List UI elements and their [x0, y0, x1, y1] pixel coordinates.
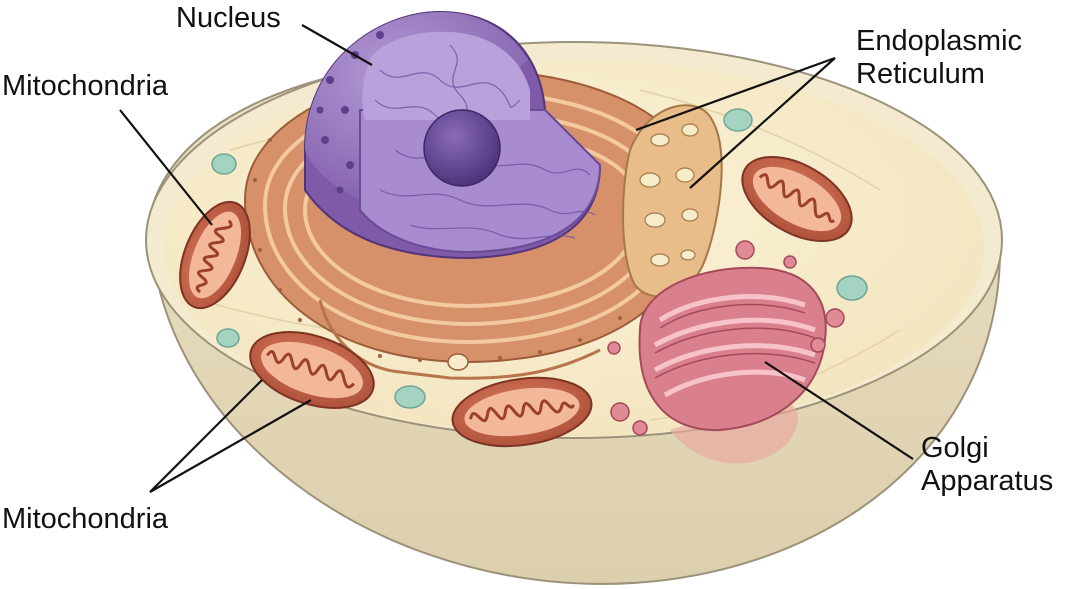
label-golgi-line2: Apparatus	[921, 465, 1054, 497]
golgi-apparatus	[607, 240, 845, 464]
leader-lines	[119, 24, 914, 493]
mitochondrion-bottom-left	[249, 331, 375, 409]
label-nucleus: Nucleus	[176, 2, 281, 34]
label-er-line1: Endoplasmic	[856, 25, 1023, 57]
label-er-line2: Reticulum	[856, 58, 985, 90]
mitochondria-top-leader-line	[119, 109, 213, 226]
er-leader-line-1	[635, 56, 836, 132]
mitochondria-bottom-leader-line-1	[149, 379, 263, 493]
mitochondria-bottom-leader-line-2	[149, 399, 312, 493]
label-golgi-apparatus: Golgi Apparatus	[921, 432, 1053, 498]
label-endoplasmic-reticulum: Endoplasmic Reticulum	[856, 25, 1022, 91]
er-leader-line-2	[689, 57, 836, 189]
smooth-endoplasmic-reticulum	[622, 104, 723, 298]
label-mitochondria-top: Mitochondria	[2, 70, 169, 102]
vesicles	[211, 108, 868, 409]
label-golgi-line1: Golgi	[921, 432, 989, 464]
mitochondrion-right	[741, 155, 853, 243]
nucleus-leader-line	[301, 24, 373, 66]
golgi-leader-line	[764, 361, 914, 460]
label-mitochondria-bottom: Mitochondria	[2, 503, 169, 535]
mitochondrion-bottom-center	[451, 376, 593, 448]
mitochondrion-left	[179, 200, 251, 310]
